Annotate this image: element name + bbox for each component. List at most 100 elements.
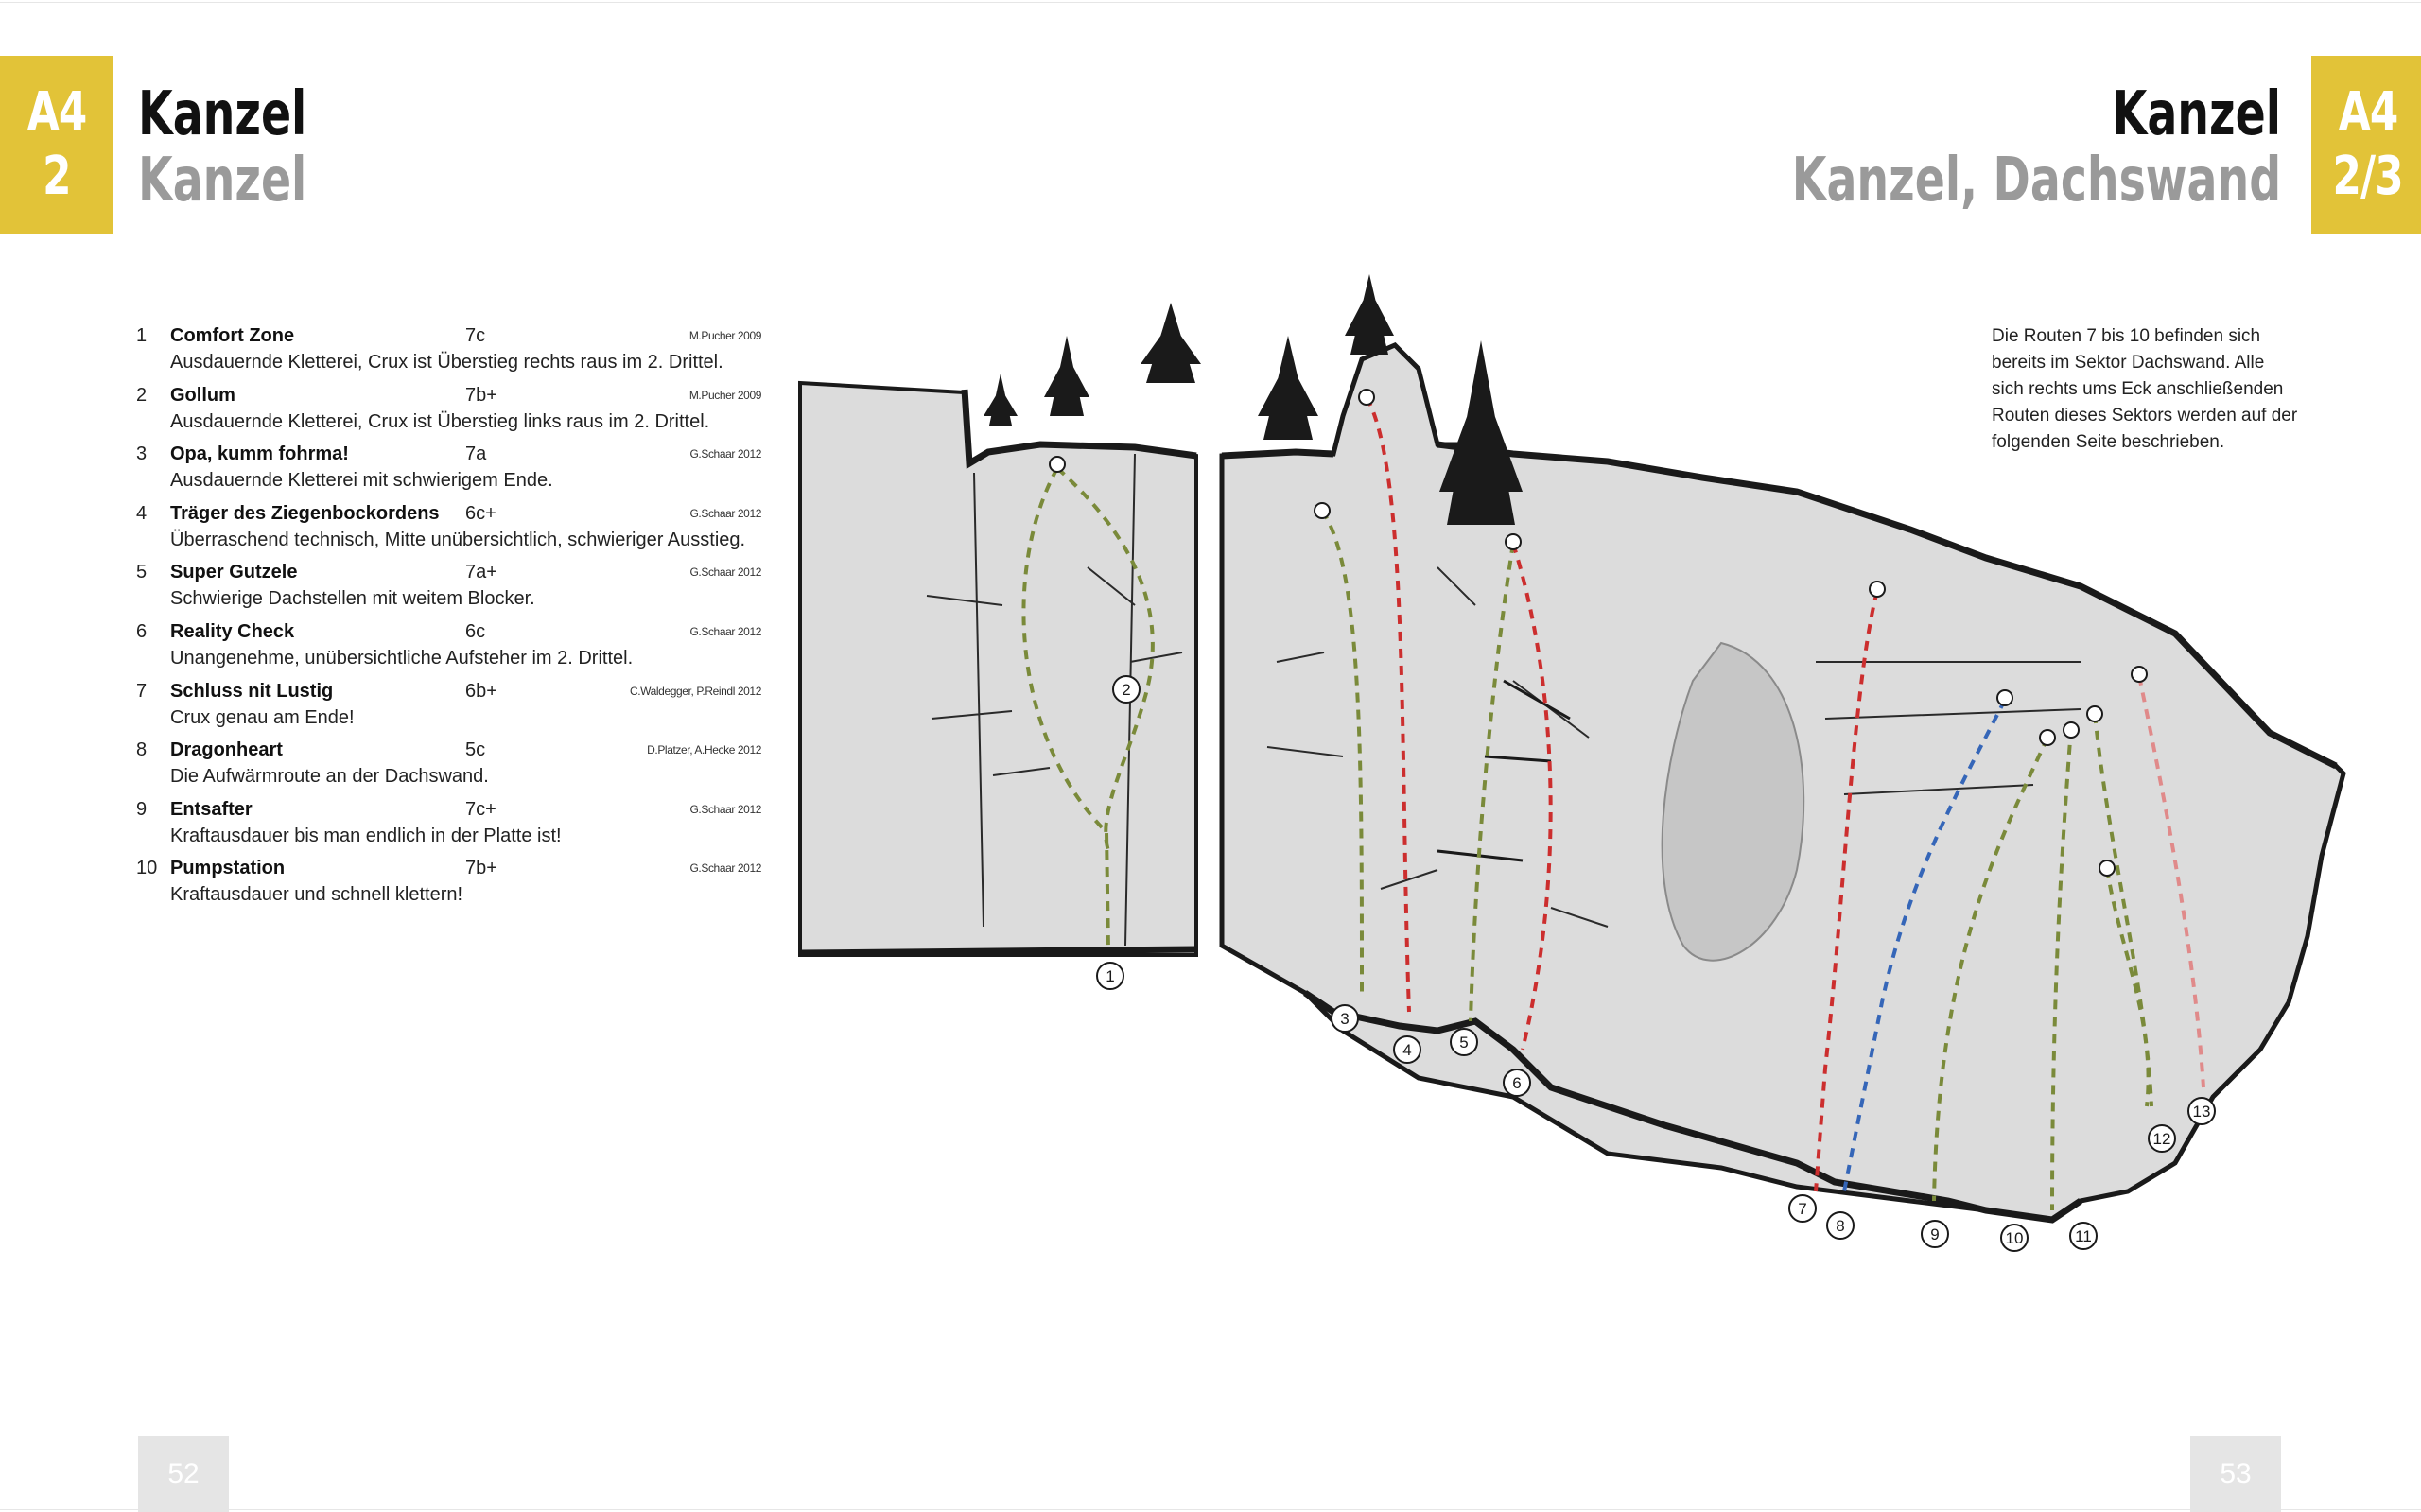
route-author: C.Waldegger, P.Reindl 2012 — [629, 684, 761, 698]
route-name: Super Gutzele — [170, 562, 298, 583]
list-item: 3 Opa, kumm fohrma! 7a G.Schaar 2012 Aus… — [136, 443, 768, 503]
route-marker-circles — [1096, 675, 2216, 1252]
route-author: G.Schaar 2012 — [689, 506, 761, 520]
sector-tab-left: A4 2 — [0, 56, 113, 234]
route-description: Unangenehme, unübersichtliche Aufsteher … — [170, 647, 634, 669]
sector-tab-right-code: A4 — [2338, 81, 2398, 143]
route-number: 4 — [136, 502, 148, 524]
note-line: Die Routen 7 bis 10 befinden sich — [1992, 326, 2261, 346]
route-grade: 6c+ — [465, 502, 496, 524]
bottom-rule — [0, 1509, 2421, 1510]
route-description: Ausdauernde Kletterei, Crux ist Überstie… — [170, 410, 710, 432]
route-grade: 7c+ — [465, 798, 496, 820]
route-marker: 7 — [1798, 1200, 1806, 1218]
route-number: 7 — [136, 680, 148, 702]
route-marker: 6 — [1512, 1074, 1521, 1092]
route-marker: 9 — [1930, 1225, 1939, 1243]
route-grade: 7a — [465, 443, 487, 465]
sector-tab-right-page: 2/3 — [2332, 146, 2404, 207]
route-author: G.Schaar 2012 — [689, 861, 761, 876]
page-number-left: 52 — [138, 1436, 229, 1512]
route-number: 2 — [136, 384, 148, 406]
route-name: Opa, kumm fohrma! — [170, 443, 349, 465]
note-line: folgenden Seite beschrieben. — [1992, 432, 2225, 452]
note-line: sich rechts ums Eck anschließenden — [1992, 379, 2284, 399]
route-marker: 10 — [2006, 1229, 2024, 1247]
route-marker: 3 — [1340, 1010, 1349, 1028]
route-number: 8 — [136, 739, 148, 761]
route-name: Pumpstation — [170, 858, 286, 879]
route-marker: 13 — [2193, 1103, 2211, 1121]
route-description: Kraftausdauer bis man endlich in der Pla… — [170, 825, 562, 846]
list-item: 5 Super Gutzele 7a+ G.Schaar 2012 Schwie… — [136, 562, 768, 621]
list-item: 9 Entsafter 7c+ G.Schaar 2012 Kraftausda… — [136, 799, 768, 859]
route-number: 9 — [136, 798, 148, 820]
sector-tab-right: A4 2/3 — [2311, 56, 2421, 234]
route-author: M.Pucher 2009 — [688, 329, 762, 342]
route-number: 6 — [136, 620, 148, 642]
route-description: Kraftausdauer und schnell klettern! — [170, 884, 463, 906]
note-line: bereits im Sektor Dachswand. Alle — [1992, 353, 2265, 373]
route-description: Ausdauernde Kletterei, Crux ist Überstie… — [170, 352, 723, 373]
anchor-icons — [1049, 389, 2148, 877]
list-item: 2 Gollum 7b+ M.Pucher 2009 Ausdauernde K… — [136, 385, 768, 444]
list-item: 4 Träger des Ziegenbockordens 6c+ G.Scha… — [136, 503, 768, 563]
route-marker: 12 — [2153, 1130, 2171, 1148]
route-name: Comfort Zone — [170, 325, 295, 346]
route-marker: 2 — [1122, 681, 1130, 699]
route-grade: 6c — [465, 620, 486, 642]
route-name: Dragonheart — [170, 739, 283, 761]
route-author: G.Schaar 2012 — [689, 802, 761, 816]
right-page-title: Kanzel — [2112, 79, 2281, 149]
route-author: D.Platzer, A.Hecke 2012 — [647, 743, 761, 757]
route-description: Crux genau am Ende! — [170, 706, 355, 728]
page-number-right: 53 — [2190, 1436, 2281, 1512]
right-page-subtitle: Kanzel, Dachswand — [1791, 146, 2281, 216]
tree-icons — [984, 274, 1523, 525]
route-grade: 7a+ — [465, 562, 497, 583]
route-marker: 4 — [1402, 1041, 1411, 1059]
route-description: Schwierige Dachstellen mit weitem Blocke… — [170, 588, 535, 610]
left-page-title: Kanzel — [138, 79, 307, 149]
route-author: G.Schaar 2012 — [689, 624, 761, 638]
sector-tab-left-code: A4 — [26, 81, 87, 143]
route-grade: 7b+ — [465, 384, 497, 406]
rock-face-left — [798, 380, 1198, 957]
route-number: 3 — [136, 443, 148, 465]
route-author: M.Pucher 2009 — [688, 388, 762, 402]
sector-note: Die Routen 7 bis 10 befinden sich bereit… — [1992, 323, 2304, 456]
route-name: Schluss nit Lustig — [170, 680, 334, 702]
route-description: Die Aufwärmroute an der Dachswand. — [170, 766, 489, 788]
route-grade: 5c — [465, 739, 486, 761]
route-name: Träger des Ziegenbockordens — [170, 502, 440, 524]
list-item: 7 Schluss nit Lustig 6b+ C.Waldegger, P.… — [136, 681, 768, 740]
right-page-header: Kanzel Kanzel, Dachswand — [1620, 81, 2281, 214]
route-marker: 11 — [2075, 1227, 2092, 1245]
route-grade: 7b+ — [465, 858, 497, 879]
route-number: 10 — [136, 858, 158, 879]
route-description: Ausdauernde Kletterei mit schwierigem En… — [170, 470, 553, 492]
route-marker: 8 — [1836, 1217, 1844, 1235]
route-grade: 7c — [465, 325, 486, 346]
route-marker-labels: 1 2 3 4 5 6 7 8 9 10 11 12 13 — [1106, 681, 2210, 1247]
list-item: 6 Reality Check 6c G.Schaar 2012 Unangen… — [136, 621, 768, 681]
route-list: 1 Comfort Zone 7c M.Pucher 2009 Ausdauer… — [136, 325, 768, 917]
rock-face-right — [1219, 342, 2346, 1224]
list-item: 8 Dragonheart 5c D.Platzer, A.Hecke 2012… — [136, 739, 768, 799]
route-lines — [1021, 396, 2205, 1211]
route-number: 1 — [136, 325, 148, 346]
route-marker: 5 — [1459, 1034, 1468, 1051]
route-name: Entsafter — [170, 798, 253, 820]
route-description: Überraschend technisch, Mitte unübersich… — [170, 529, 746, 550]
list-item: 10 Pumpstation 7b+ G.Schaar 2012 Kraftau… — [136, 858, 768, 917]
sector-tab-left-page: 2 — [43, 146, 71, 207]
left-page-subtitle: Kanzel — [138, 146, 307, 216]
route-grade: 6b+ — [465, 680, 497, 702]
note-line: Routen dieses Sektors werden auf der — [1992, 406, 2298, 426]
route-number: 5 — [136, 562, 148, 583]
left-page-header: Kanzel Kanzel — [138, 81, 366, 214]
top-rule — [0, 2, 2421, 3]
route-author: G.Schaar 2012 — [689, 447, 761, 461]
route-author: G.Schaar 2012 — [689, 565, 761, 580]
